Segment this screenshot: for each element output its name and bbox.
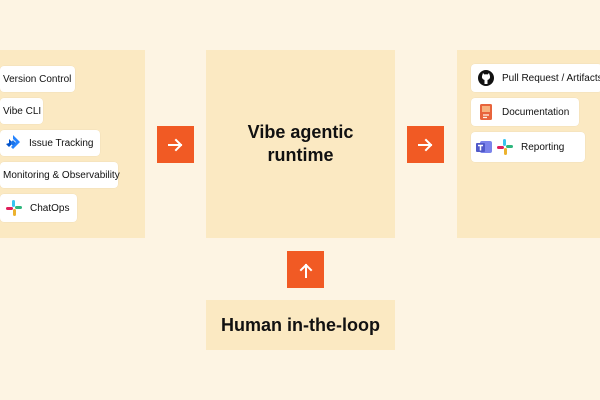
chip-label: ChatOps (30, 202, 70, 214)
teams-icon (475, 138, 493, 156)
jira-icon (4, 134, 22, 152)
chip-label: Pull Request / Artifacts (502, 72, 600, 84)
runtime-title-line1: Vibe agentic (247, 122, 354, 142)
chip-reporting: Reporting (471, 132, 585, 162)
chip-label: Reporting (521, 141, 565, 153)
chip-chatops: ChatOps (0, 194, 77, 222)
runtime-title-line2: runtime (267, 145, 334, 165)
human-in-the-loop-label: Human in-the-loop (221, 314, 380, 335)
arrow-up-icon (287, 251, 324, 288)
chip-vibe-cli: Vibe CLI (0, 98, 43, 124)
chip-issue-tracking: Issue Tracking (0, 130, 100, 156)
runtime-box: Vibe agentic runtime (206, 50, 395, 238)
document-icon (477, 103, 495, 121)
chip-label: Vibe CLI (3, 105, 42, 117)
chip-version-control: Version Control (0, 66, 75, 92)
outputs-panel: Pull Request / Artifacts Documentation (457, 50, 600, 238)
chip-monitoring: Monitoring & Observability (0, 162, 120, 188)
human-in-the-loop-box: Human in-the-loop (206, 300, 395, 350)
chip-pull-request: Pull Request / Artifacts (471, 64, 600, 92)
github-icon (477, 69, 495, 87)
arrow-right-icon (157, 126, 194, 163)
chip-label: Monitoring & Observability (3, 169, 120, 181)
chip-documentation: Documentation (471, 98, 579, 126)
arrow-right-icon (407, 126, 444, 163)
slack-icon (5, 199, 23, 217)
inputs-panel: Version Control Vibe CLI Issue Tracking … (0, 50, 145, 238)
chip-label: Version Control (3, 73, 72, 85)
chip-label: Issue Tracking (29, 137, 94, 149)
slack-icon (496, 138, 514, 156)
chip-label: Documentation (502, 106, 570, 118)
